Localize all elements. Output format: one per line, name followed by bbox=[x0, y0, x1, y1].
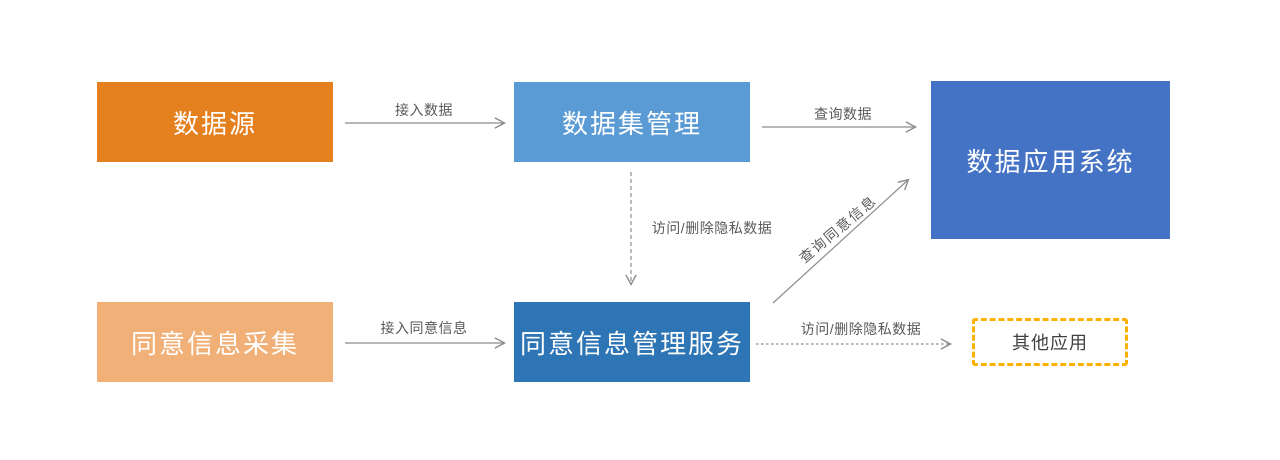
node-consent-info-collection-label: 同意信息采集 bbox=[130, 328, 299, 359]
node-data-source-label: 数据源 bbox=[172, 108, 257, 139]
node-dataset-management: 数据集管理 bbox=[514, 82, 750, 162]
node-dataset-management-label: 数据集管理 bbox=[561, 108, 702, 139]
edge-label-query-consent-info: 查询同意信息 bbox=[796, 192, 880, 266]
node-consent-info-collection: 同意信息采集 bbox=[97, 302, 333, 382]
node-consent-mgmt-service: 同意信息管理服务 bbox=[514, 302, 750, 382]
edge-label-access-delete-private-data-vertical: 访问/删除隐私数据 bbox=[651, 220, 773, 236]
node-data-application-system: 数据应用系统 bbox=[931, 81, 1170, 239]
node-consent-mgmt-service-label: 同意信息管理服务 bbox=[519, 328, 744, 359]
node-other-applications: 其他应用 bbox=[972, 318, 1128, 366]
edge-label-access-consent-info: 接入同意信息 bbox=[380, 320, 468, 336]
edge-label-query-data: 查询数据 bbox=[814, 106, 872, 122]
node-other-applications-label: 其他应用 bbox=[1012, 333, 1088, 353]
edge-query-consent-info-line bbox=[772, 180, 908, 304]
edge-label-access-delete-private-data-horizontal: 访问/删除隐私数据 bbox=[800, 321, 922, 337]
node-data-application-system-label: 数据应用系统 bbox=[966, 146, 1135, 177]
edge-label-access-data: 接入数据 bbox=[395, 102, 453, 118]
node-data-source: 数据源 bbox=[97, 82, 333, 162]
